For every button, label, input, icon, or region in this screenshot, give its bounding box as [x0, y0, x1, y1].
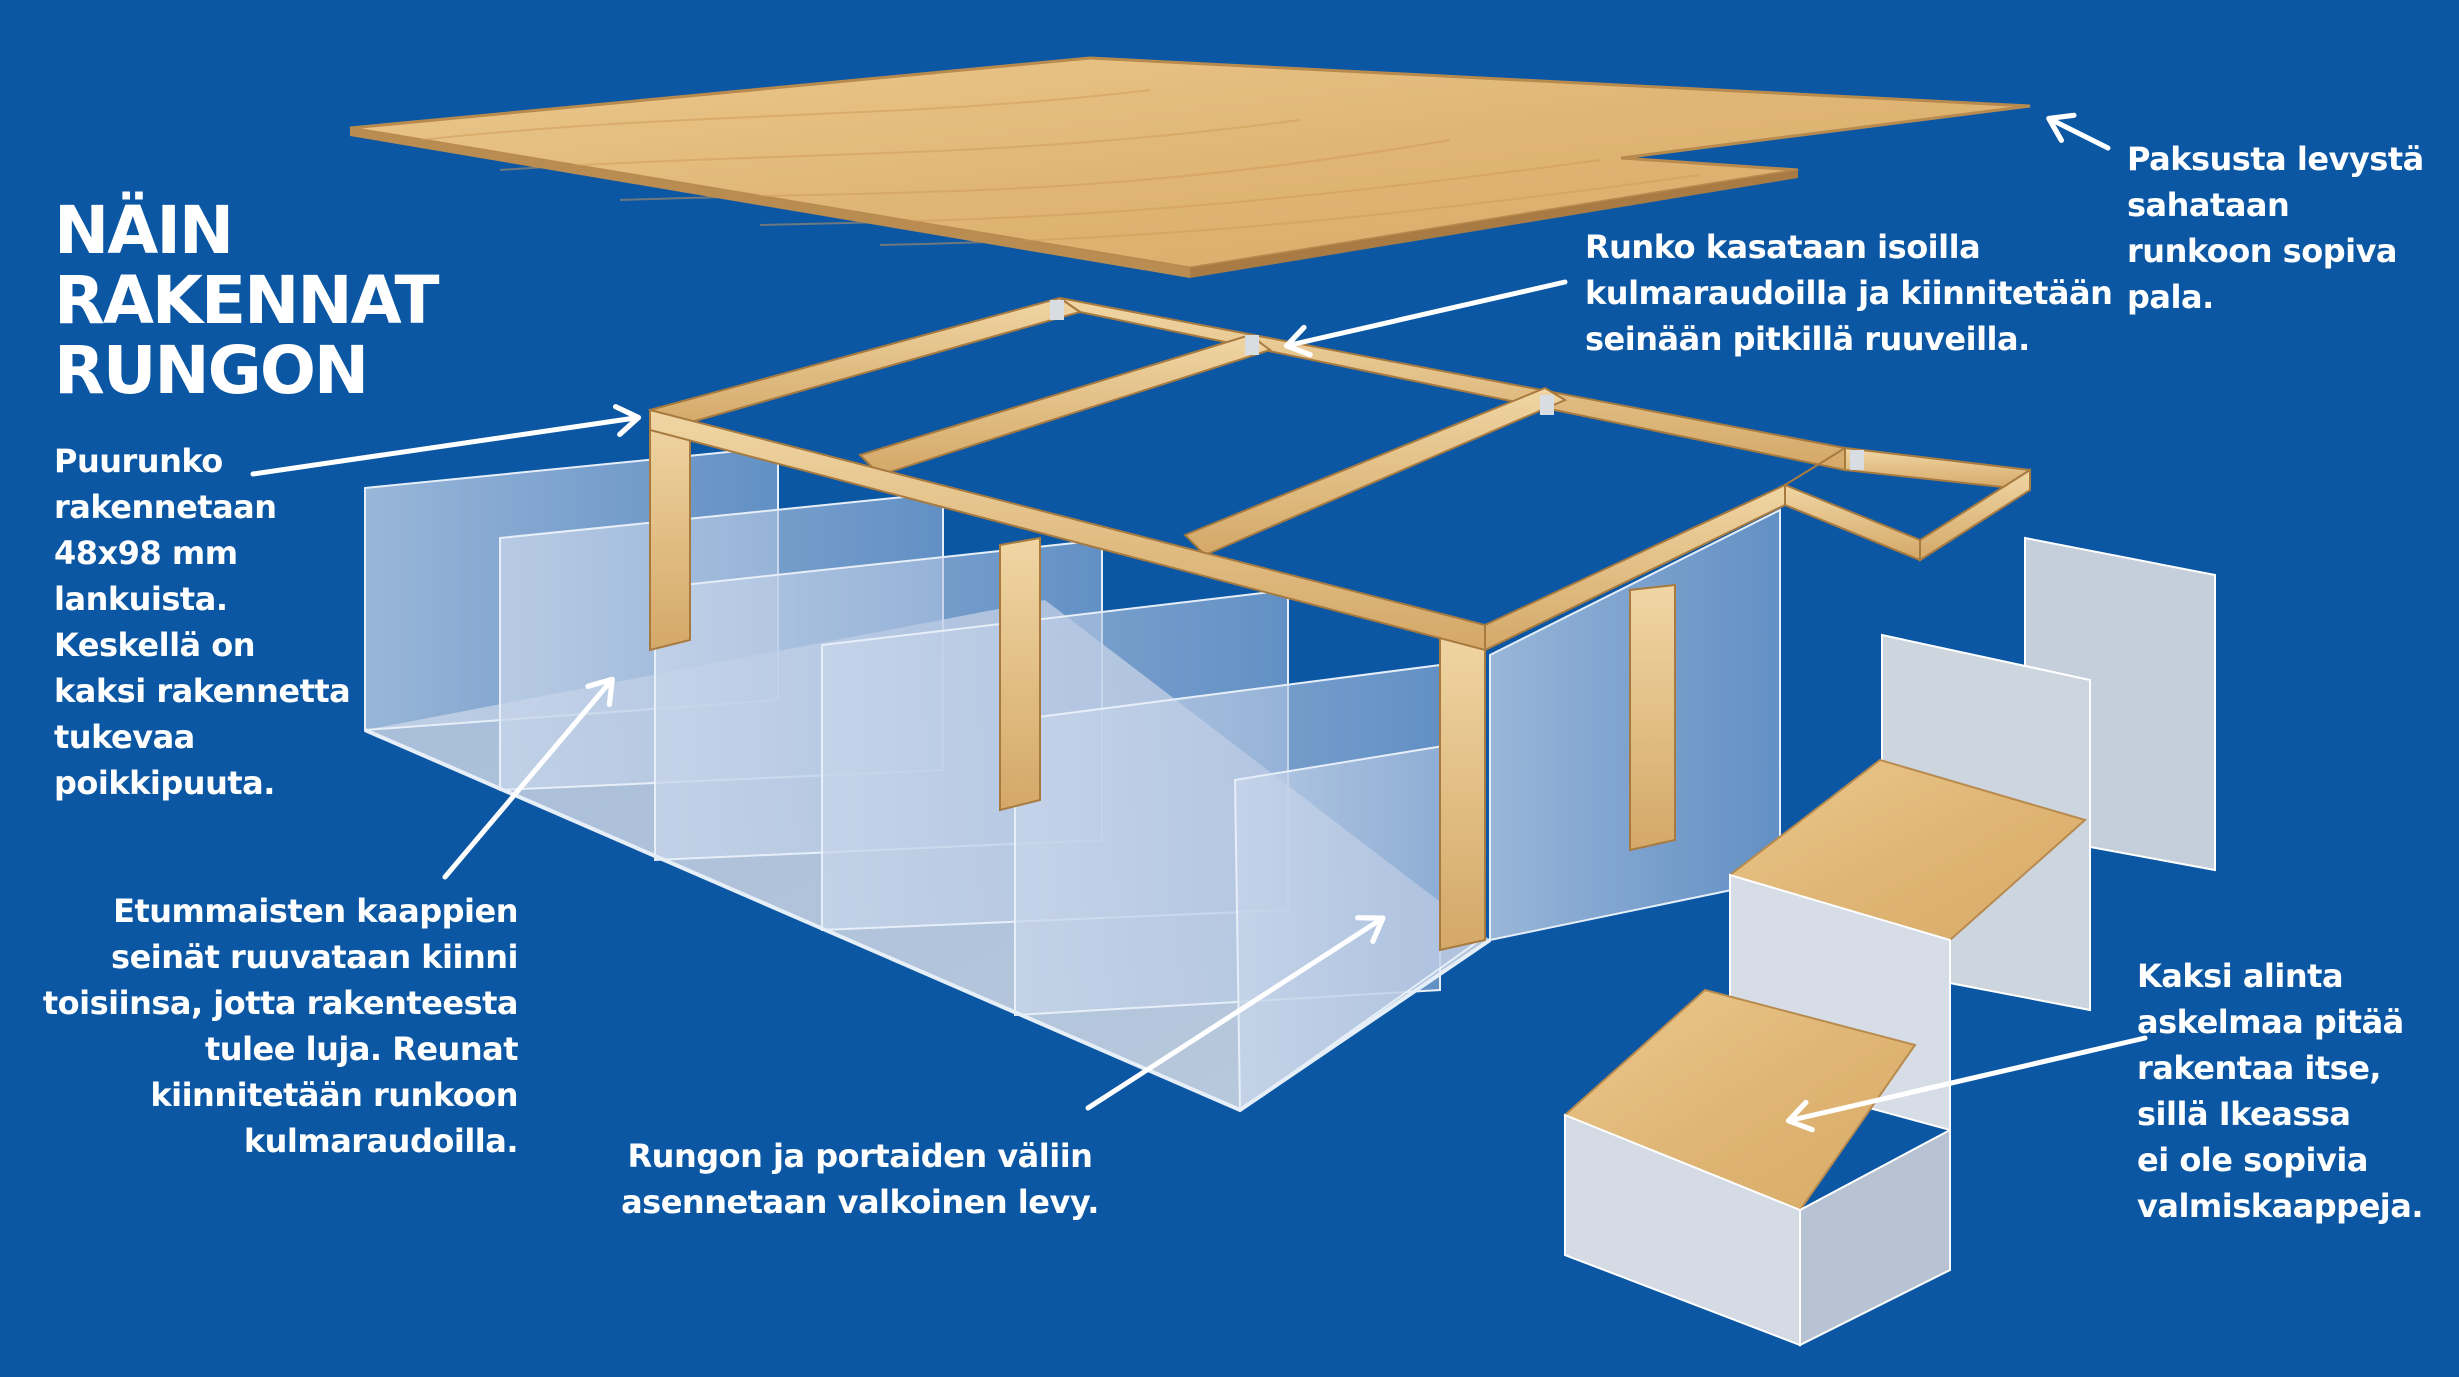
callout-line: Puurunko — [54, 442, 223, 480]
callout-line: kulmaraudoilla. — [243, 1122, 519, 1160]
arrow-paksusta — [2046, 112, 2111, 151]
callout-line: Paksusta levystä — [2127, 140, 2424, 178]
title-line: RAKENNAT — [54, 262, 440, 339]
callout-line: tukevaa — [54, 718, 195, 756]
title-line: NÄIN — [54, 192, 234, 269]
callout-line: pala. — [2127, 278, 2214, 316]
arrow-etummaisten — [442, 676, 615, 880]
callout-line: 48x98 mm — [54, 534, 238, 572]
callout-line: asennetaan valkoinen levy. — [621, 1183, 1099, 1221]
stair-steps — [1563, 536, 2216, 1347]
callout-line: valmiskaappeja. — [2137, 1187, 2423, 1225]
callout-line: runkoon sopiva — [2127, 232, 2398, 270]
callout-line: sahataan — [2127, 186, 2290, 224]
timber-frame — [647, 296, 2032, 952]
callout-line: kaksi rakennetta — [54, 672, 351, 710]
callout-line: lankuista. — [54, 580, 228, 618]
callout-line: rakennetaan — [54, 488, 277, 526]
callout-runko-kasataan: Runko kasataan isoilla kulmaraudoilla ja… — [1585, 224, 2113, 362]
arrow-rungon-ja — [1085, 915, 1386, 1111]
callout-line: Kaksi alinta — [2137, 957, 2344, 995]
callout-paksusta: Paksusta levystä sahataan runkoon sopiva… — [2127, 136, 2424, 320]
callout-line: kiinnitetään runkoon — [150, 1076, 518, 1114]
callout-line: Runko kasataan isoilla — [1585, 228, 1981, 266]
callout-puurunko: Puurunko rakennetaan 48x98 mm lankuista.… — [54, 438, 351, 806]
callout-rungon-ja: Rungon ja portaiden väliin asennetaan va… — [600, 1133, 1120, 1225]
callout-line: ei ole sopivia — [2137, 1141, 2368, 1179]
callout-line: sillä Ikeassa — [2137, 1095, 2351, 1133]
arrow-runko-kasataan — [1283, 279, 1568, 358]
arrow-puurunko — [250, 404, 642, 477]
callout-line: kulmaraudoilla ja kiinnitetään — [1585, 274, 2113, 312]
callout-line: seinään pitkillä ruuveilla. — [1585, 320, 2030, 358]
callout-line: poikkipuuta. — [54, 764, 275, 802]
callout-line: Etummaisten kaappien — [113, 892, 518, 930]
callout-line: Rungon ja portaiden väliin — [627, 1137, 1093, 1175]
cabinet-panels — [364, 445, 1781, 1113]
callout-line: tulee luja. Reunat — [205, 1030, 519, 1068]
callout-arrows — [250, 112, 2148, 1133]
callout-line: askelmaa pitää — [2137, 1003, 2404, 1041]
callout-kaksi-alinta: Kaksi alinta askelmaa pitää rakentaa its… — [2137, 953, 2423, 1229]
callout-line: Keskellä on — [54, 626, 256, 664]
callout-line: toisiinsa, jotta rakenteesta — [42, 984, 519, 1022]
plywood-top-sheet — [349, 56, 2031, 278]
diagram-title: NÄIN RAKENNAT RUNGON — [54, 192, 440, 409]
callout-line: rakentaa itse, — [2137, 1049, 2382, 1087]
title-line: RUNGON — [54, 332, 369, 409]
arrow-kaksi-alinta — [1785, 1035, 2148, 1133]
callout-etummaisten: Etummaisten kaappien seinät ruuvataan ki… — [40, 888, 519, 1164]
callout-line: seinät ruuvataan kiinni — [111, 938, 518, 976]
